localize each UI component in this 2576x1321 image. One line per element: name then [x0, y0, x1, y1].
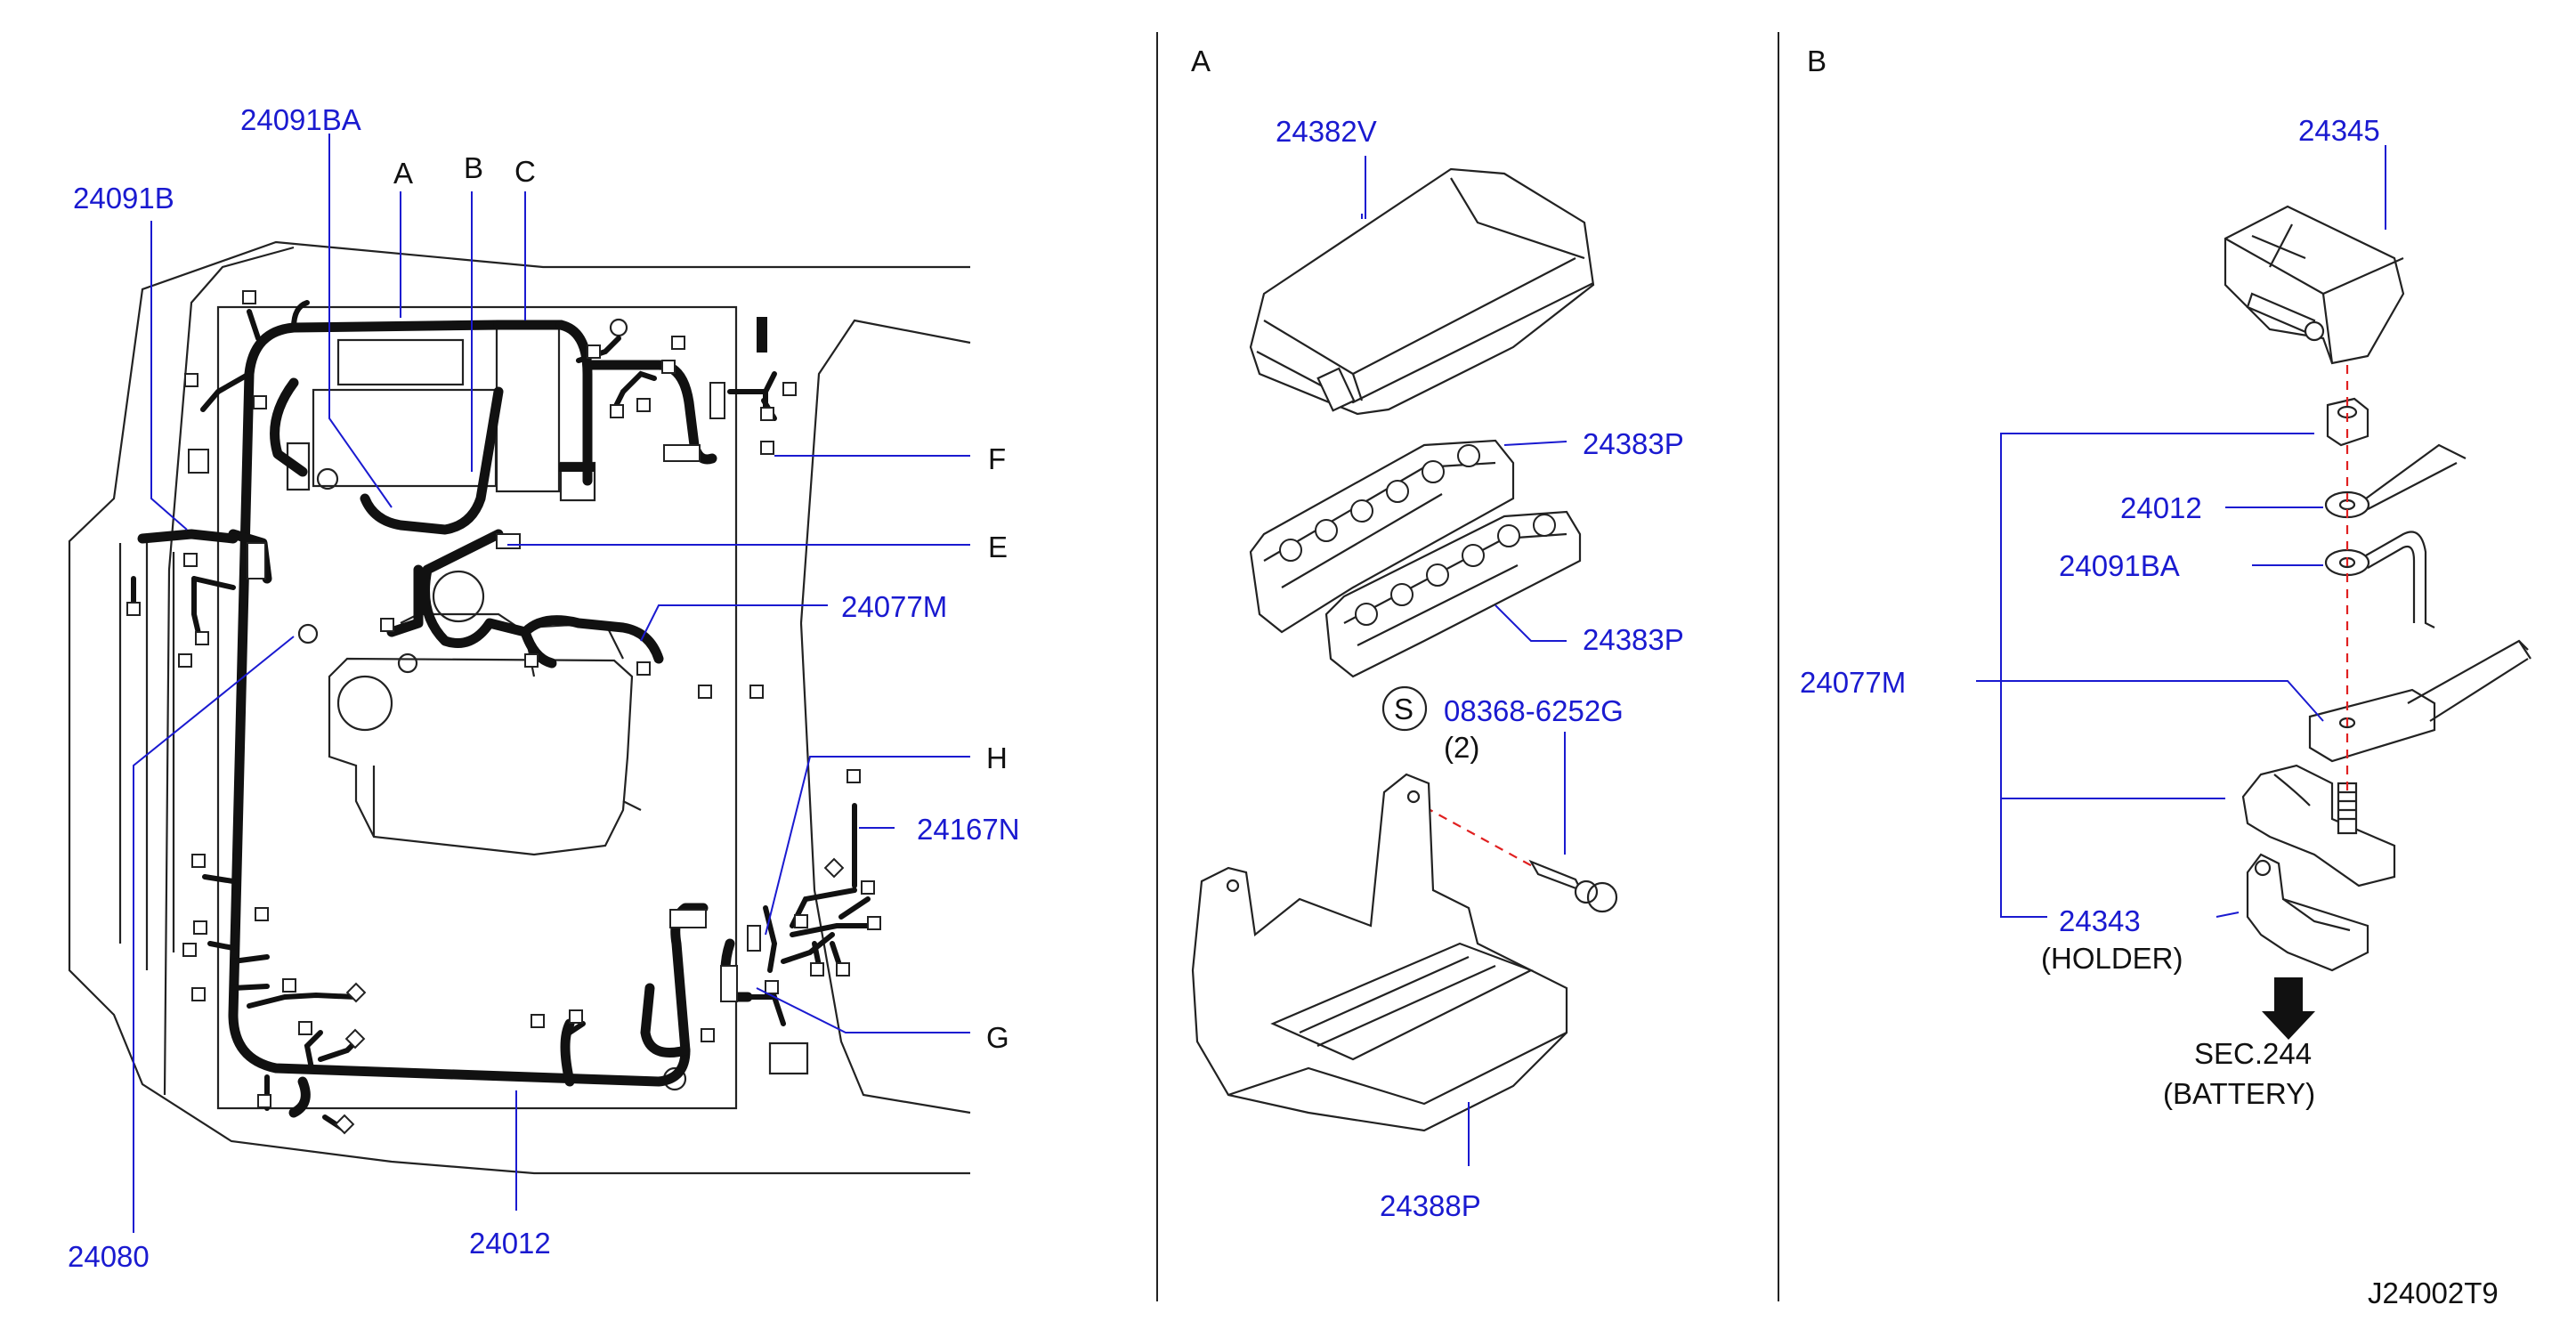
callout-08368-6252G: 08368-6252G [1444, 694, 1624, 727]
bolt [1528, 859, 1618, 913]
callout-24080: 24080 [68, 1240, 150, 1273]
fuse-box-cover [1249, 167, 1595, 416]
connectors [126, 290, 881, 1135]
ref-label-B: B [464, 151, 483, 184]
quantity-2: (2) [1444, 731, 1479, 764]
relay-block-black [757, 317, 767, 353]
fuse-box-bracket [1191, 773, 1568, 1132]
ref-label-C: C [514, 155, 536, 188]
engine-bay-drawing [68, 240, 971, 1175]
terminal-cover [2224, 205, 2405, 365]
callout-24077M-right: 24077M [1800, 666, 1906, 699]
holder-label: (HOLDER) [2041, 942, 2183, 975]
wiring-harness [137, 320, 753, 1118]
callout-24382V: 24382V [1276, 115, 1377, 148]
callout-24343: 24343 [2059, 904, 2141, 937]
ring-terminal-24091BA [2324, 531, 2435, 628]
callout-24077M-left: 24077M [841, 590, 947, 623]
left-leaders [133, 134, 970, 1233]
std-part-circle [1381, 685, 1428, 732]
middle-leaders [1361, 156, 1567, 1166]
figure-id: J24002T9 [2368, 1276, 2499, 1309]
bolt-axis [1410, 798, 1536, 869]
std-part-symbol: S [1394, 693, 1414, 725]
ref-label-F: F [988, 442, 1006, 475]
callout-24383P-bottom: 24383P [1583, 623, 1684, 656]
fusible-link [559, 463, 595, 472]
callout-24091B: 24091B [73, 182, 174, 215]
ref-label-H: H [986, 742, 1008, 774]
cable-terminal-24077M [2308, 639, 2531, 763]
callout-24091BA-right: 24091BA [2059, 549, 2180, 582]
callout-24167N: 24167N [917, 813, 1020, 846]
section-header-A: A [1191, 45, 1211, 77]
callout-24388P: 24388P [1380, 1189, 1481, 1222]
battery-holder [2246, 853, 2369, 972]
right-leaders [1976, 145, 2386, 918]
battery-label: (BATTERY) [2163, 1077, 2315, 1110]
callout-24012-left: 24012 [469, 1227, 551, 1260]
callout-24345: 24345 [2298, 114, 2380, 147]
sec-244-label: SEC.244 [2194, 1037, 2312, 1070]
fuse-holders [1249, 439, 1582, 678]
callout-24383P-top: 24383P [1583, 427, 1684, 460]
section-header-B: B [1807, 45, 1827, 77]
battery-clamp [2241, 764, 2396, 887]
branch-wires [131, 300, 871, 1131]
callout-24012-right: 24012 [2120, 491, 2202, 524]
ref-label-A: A [393, 157, 413, 190]
callout-24091BA-left: 24091BA [240, 103, 361, 136]
ref-label-G: G [986, 1021, 1009, 1054]
ref-label-E: E [988, 531, 1008, 563]
arrow-down-icon [2262, 977, 2315, 1040]
ring-terminal-24012 [2324, 443, 2467, 519]
